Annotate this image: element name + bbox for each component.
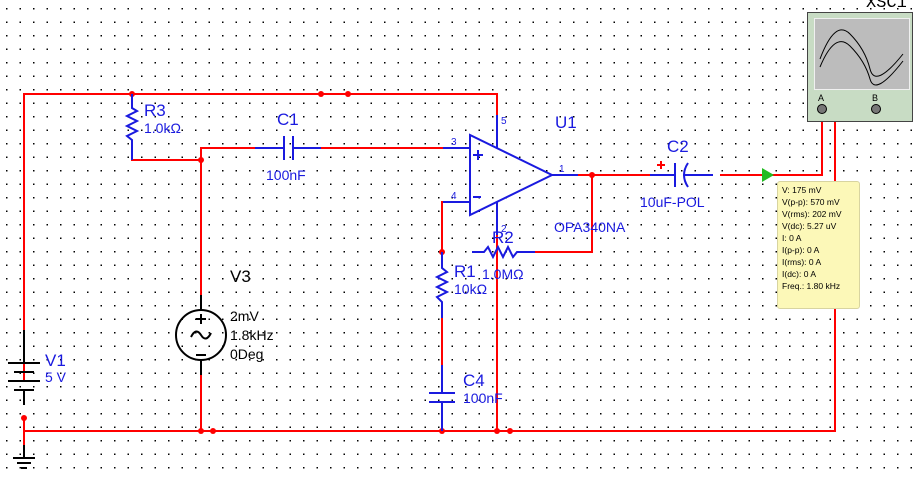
resistor-r3[interactable]	[124, 94, 140, 160]
v3-amplitude: 2mV	[230, 308, 259, 324]
wire-r2-right[interactable]	[534, 175, 593, 253]
r2-ref: R2	[492, 228, 514, 247]
junction-dot	[198, 157, 204, 163]
oscilloscope-xsc1[interactable]: A B	[807, 12, 913, 122]
v1-value: 5 V	[45, 369, 67, 385]
probe-line: I(p-p): 0 A	[782, 245, 820, 255]
c4-ref: C4	[463, 371, 485, 390]
junction-dot	[21, 415, 27, 421]
sine-wave-icon	[819, 29, 904, 86]
capacitor-c4[interactable]	[429, 365, 455, 431]
ground-symbol[interactable]	[13, 445, 35, 469]
probe-line: V(dc): 5.27 uV	[782, 221, 837, 231]
junction-dot	[507, 428, 513, 434]
r3-value: 1.0kΩ	[144, 120, 181, 136]
c2-value: 10uF-POL	[640, 194, 705, 210]
resistor-r1[interactable]	[434, 252, 450, 318]
u1-pin3: 3	[451, 137, 457, 148]
probe-line: I: 0 A	[782, 233, 802, 243]
probe-line: I(dc): 0 A	[782, 269, 817, 279]
probe-line: I(rms): 0 A	[782, 257, 822, 267]
u1-pin5: 5	[501, 116, 507, 127]
probe-readout[interactable]: V: 175 mV V(p-p): 570 mV V(rms): 202 mV …	[777, 181, 860, 309]
u1-model: OPA340NA	[554, 219, 626, 235]
junction-dot	[494, 428, 500, 434]
junctions	[21, 91, 595, 434]
channel-b-label: B	[872, 93, 879, 103]
c1-value: 100nF	[266, 167, 306, 183]
r3-ref: R3	[144, 101, 166, 120]
wire-inv-input[interactable]	[441, 201, 455, 252]
resistor-r2[interactable]	[472, 244, 535, 260]
wires	[23, 93, 836, 455]
junction-dot	[345, 91, 351, 97]
r1-ref: R1	[454, 262, 476, 281]
v3-ref: V3	[230, 267, 251, 286]
v3-frequency: 1.8kHz	[230, 327, 274, 343]
dc-source-v1[interactable]	[8, 330, 40, 405]
u1-pin4: 4	[451, 191, 457, 202]
v1-ref: V1	[45, 351, 66, 370]
junction-dot	[210, 428, 216, 434]
wire-top-rail[interactable]	[23, 93, 498, 382]
v3-phase: 0Deg	[230, 346, 264, 362]
junction-dot	[318, 91, 324, 97]
probe-line: Freq.: 1.80 kHz	[782, 281, 841, 291]
c1-ref: C1	[277, 110, 299, 129]
probe-line: V(p-p): 570 mV	[782, 197, 840, 207]
u1-pin1: 1	[559, 164, 565, 175]
c4-value: 100nF	[463, 390, 503, 406]
u1-pin2: 2	[501, 224, 507, 235]
r2-value: 1.0MΩ	[482, 266, 524, 282]
probe-line: V: 175 mV	[782, 185, 822, 195]
oscilloscope-ref: XSC1	[866, 0, 907, 13]
wire-c2-out[interactable]	[720, 115, 823, 176]
channel-a-terminal[interactable]	[817, 104, 827, 114]
opamp-u1[interactable]	[443, 115, 578, 235]
junction-dot	[589, 172, 595, 178]
ac-source-v3[interactable]	[175, 295, 227, 375]
oscilloscope-screen	[814, 18, 910, 90]
u1-ref: U1	[555, 113, 577, 132]
wire-r3-node[interactable]	[131, 140, 201, 161]
junction-dot	[198, 428, 204, 434]
c2-ref: C2	[667, 137, 689, 156]
r1-value: 10kΩ	[454, 281, 488, 297]
channel-b-terminal[interactable]	[871, 104, 881, 114]
capacitor-c2[interactable]	[650, 162, 713, 188]
wire-ground-rail[interactable]	[24, 115, 836, 432]
probe-line: V(rms): 202 mV	[782, 209, 842, 219]
capacitor-c1[interactable]	[255, 136, 321, 160]
probe-arrow-icon[interactable]	[762, 168, 774, 182]
wire-c1-left[interactable]	[200, 147, 255, 160]
channel-a-label: A	[818, 93, 825, 103]
